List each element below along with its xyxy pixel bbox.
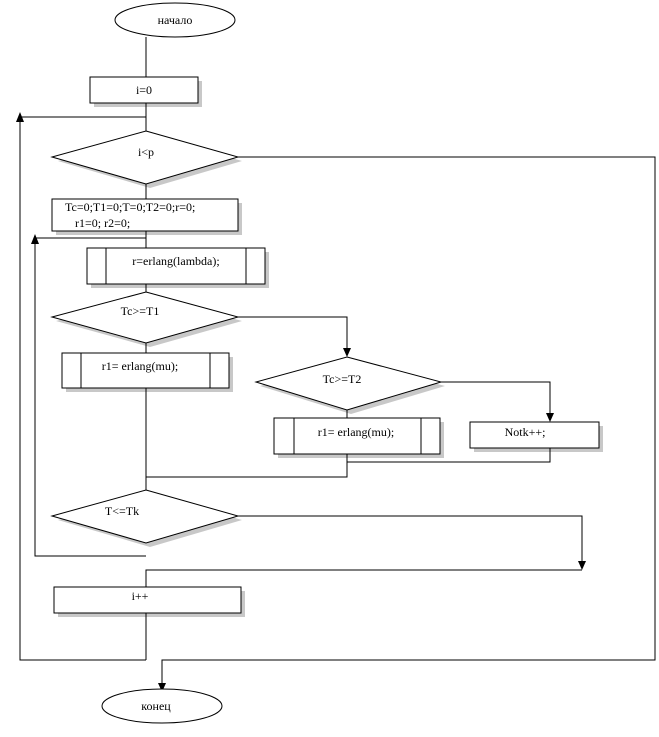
proc-r1-right-label: r1= erlang(mu); <box>318 425 394 439</box>
inc-i-block: i++ <box>53 586 245 617</box>
init-i-block: i=0 <box>89 76 202 107</box>
init-vars-line2: r1=0; r2=0; <box>75 216 130 230</box>
decision-t-le-tk-label: T<=Tk <box>105 504 139 518</box>
proc-r-block: r=erlang(lambda); <box>86 247 269 288</box>
decision-t-le-tk: T<=Tk <box>50 489 242 547</box>
decision-i-lt-p-label: i<p <box>138 145 154 159</box>
proc-r1-left-block: r1= erlang(mu); <box>61 352 233 392</box>
notk-block: Notk++; <box>469 421 603 452</box>
proc-r-label: r=erlang(lambda); <box>132 254 219 268</box>
decision-tc-ge-t2-label: Tc>=T2 <box>323 372 362 386</box>
init-i-label: i=0 <box>136 83 152 97</box>
start-terminal: начало <box>114 2 236 38</box>
decision-tc-ge-t2: Tc>=T2 <box>254 356 445 414</box>
proc-r1-right-block: r1= erlang(mu); <box>273 417 444 458</box>
init-vars-block: Tc=0;T1=0;T=0;T2=0;r=0; r1=0; r2=0; <box>51 198 242 235</box>
decision-i-lt-p: i<p <box>50 130 242 188</box>
decision-tc-ge-t1-label: Tc>=T1 <box>121 304 160 318</box>
notk-label: Notk++; <box>505 425 546 439</box>
end-terminal: конец <box>101 688 223 724</box>
proc-r1-left-label: r1= erlang(mu); <box>102 359 178 373</box>
end-label: конец <box>141 699 171 713</box>
init-vars-line1: Tc=0;T1=0;T=0;T2=0;r=0; <box>65 200 195 214</box>
inc-i-label: i++ <box>132 589 149 603</box>
start-label: начало <box>158 13 193 27</box>
decision-tc-ge-t1: Tc>=T1 <box>50 291 242 347</box>
